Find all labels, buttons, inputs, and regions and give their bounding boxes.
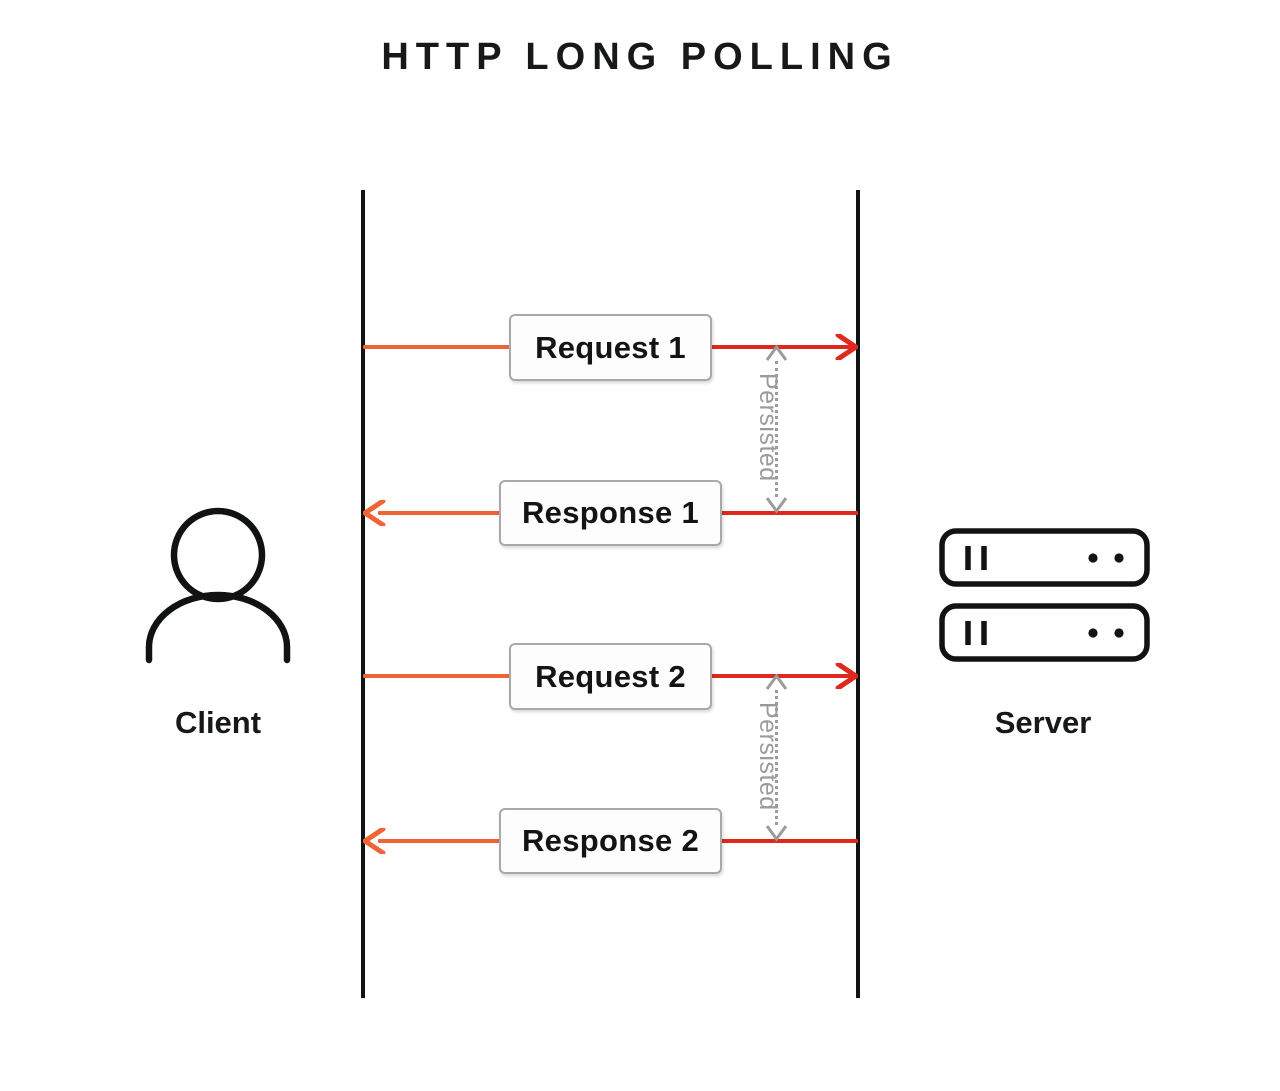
- response-1-label: Response 1: [521, 495, 699, 530]
- request-2-label-box: Request 2: [509, 643, 712, 710]
- request-2-arrow-segment-right: [710, 674, 852, 678]
- persisted-2-arrow-up-icon: [764, 673, 788, 690]
- response-2-arrowhead-icon: [360, 826, 389, 856]
- response-2-label: Response 2: [521, 823, 699, 858]
- client-actor: [130, 505, 310, 665]
- persisted-1-arrow-down-icon: [764, 497, 788, 514]
- response-1-label-box: Response 1: [499, 480, 722, 546]
- response-2-label-box: Response 2: [499, 808, 722, 874]
- persisted-1-label: Persisted: [754, 373, 782, 482]
- request-2-arrowhead-icon: [832, 661, 861, 691]
- response-2-arrow-segment-left: [378, 839, 502, 843]
- client-label: Client: [174, 705, 262, 740]
- response-1-arrow-segment-right: [720, 511, 858, 515]
- request-1-arrowhead-icon: [832, 332, 861, 362]
- persisted-1-arrow-up-icon: [764, 344, 788, 361]
- server-lifeline: [856, 190, 860, 998]
- request-1-label-box: Request 1: [509, 314, 712, 381]
- request-2-label: Request 2: [535, 658, 686, 694]
- user-icon: [145, 507, 291, 664]
- persisted-2-arrow-down-icon: [764, 825, 788, 842]
- page-title: HTTP LONG POLLING: [381, 36, 899, 78]
- request-1-arrow-segment-left: [363, 345, 511, 349]
- persisted-2-label: Persisted: [754, 702, 782, 811]
- server-label: Server: [994, 705, 1092, 740]
- request-1-arrow-segment-right: [710, 345, 852, 349]
- client-lifeline: [361, 190, 365, 998]
- response-2-arrow-segment-right: [720, 839, 858, 843]
- server-rack-icon: [939, 528, 1150, 662]
- request-1-label: Request 1: [535, 329, 686, 365]
- persisted-1-dotted-line: [775, 361, 778, 497]
- server-actor: [930, 518, 1160, 663]
- request-2-arrow-segment-left: [363, 674, 511, 678]
- response-1-arrow-segment-left: [378, 511, 502, 515]
- persisted-2-dotted-line: [775, 690, 778, 825]
- response-1-arrowhead-icon: [360, 498, 389, 528]
